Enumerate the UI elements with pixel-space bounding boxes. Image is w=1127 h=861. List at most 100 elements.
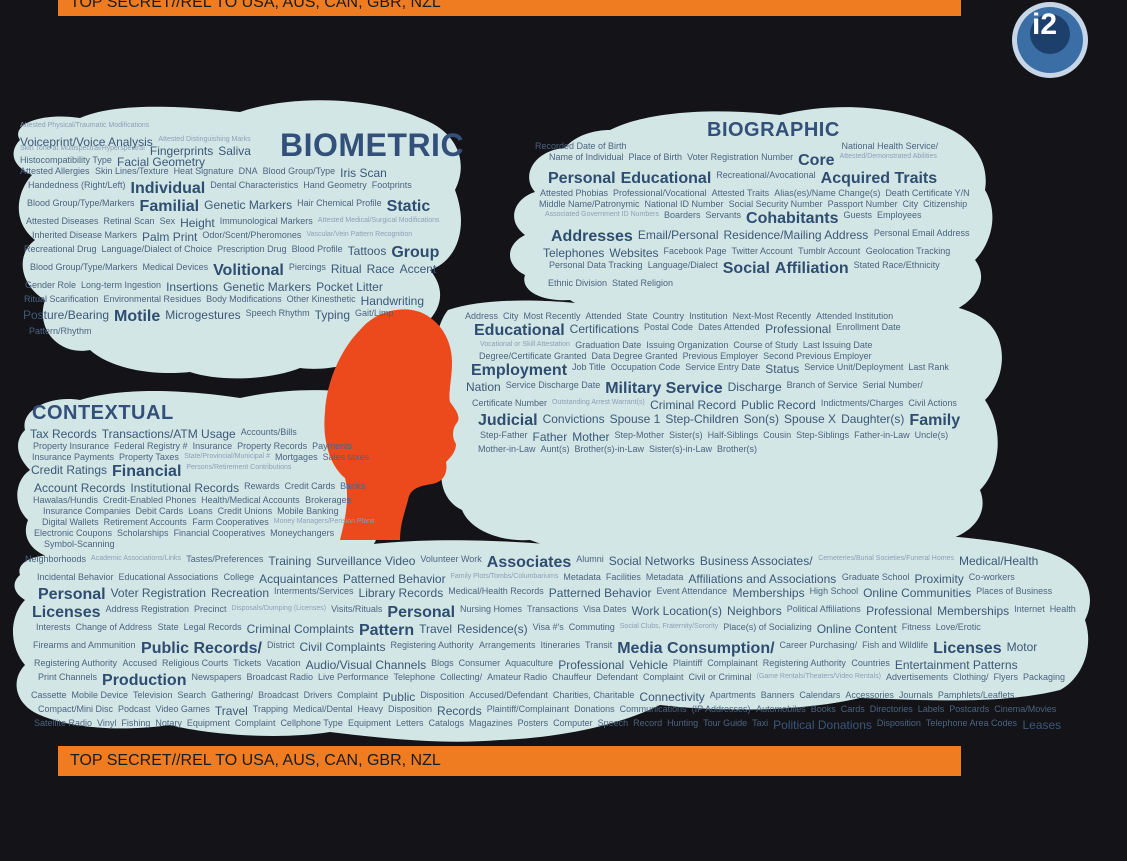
- bottom-term: Podcast: [118, 704, 151, 714]
- middle-term: Attended: [585, 311, 622, 321]
- biometric-term: Blood Profile: [291, 244, 343, 254]
- biometric-term: Pocket Litter: [316, 280, 383, 294]
- bottom-term: Print Channels: [38, 672, 98, 682]
- bottom-term: Directories: [869, 704, 913, 714]
- middle-term: Degree/Certificate Granted: [479, 351, 587, 361]
- contextual-term: Sales taxes: [322, 452, 370, 462]
- bottom-term: Equipment: [186, 718, 230, 728]
- middle-term: Father: [532, 430, 568, 444]
- contextual-term: Retirement Accounts: [103, 517, 187, 527]
- biometric-term: Speech Rhythm: [245, 308, 310, 318]
- middle-term: Step-Children: [665, 412, 739, 426]
- bottom-term: Production: [102, 672, 187, 689]
- biometric-term: Attested Diseases: [26, 216, 99, 226]
- contextual-term: Financial: [112, 463, 182, 480]
- biographic-term: Voter Registration Number: [687, 152, 794, 162]
- middle-term: Brother(s): [717, 444, 758, 454]
- contextual-term: Health/Medical Accounts: [201, 495, 300, 505]
- biometric-term: Handwriting: [360, 294, 425, 308]
- bottom-term: Charities, Charitable: [552, 690, 635, 700]
- middle-term: Status: [765, 362, 800, 376]
- bottom-term: Video Games: [155, 704, 210, 714]
- contextual-term: Hawalas/Hundis: [33, 495, 99, 505]
- middle-term: Educational: [474, 322, 565, 339]
- middle-cloud: [435, 298, 1002, 554]
- bottom-term: Visa Dates: [583, 604, 627, 614]
- bottom-term: Associates: [486, 554, 572, 571]
- contextual-term: Electronic Coupons: [34, 528, 113, 538]
- biographic-term: Affiliation: [774, 260, 849, 277]
- bottom-term: Nursing Homes: [460, 604, 523, 614]
- contextual-term: Digital Wallets: [42, 517, 99, 527]
- bottom-term: Pamphlets/Leaflets: [937, 690, 1015, 700]
- bottom-term: Transactions: [527, 604, 579, 614]
- biographic-term: Boarders: [663, 210, 701, 220]
- biometric-term: Genetic Markers: [223, 280, 312, 294]
- biometric-term: Ritual Scarification: [24, 294, 99, 304]
- biometric-term: Skin Tone at Multispectral/Hyperspectral: [20, 145, 145, 152]
- bottom-term: Acquaintances: [259, 572, 338, 586]
- bottom-term: Complaint: [643, 672, 684, 682]
- biographic-term: Websites: [609, 246, 659, 260]
- bottom-term: Collecting/: [440, 672, 483, 682]
- contextual-term: Mobile Banking: [277, 506, 339, 516]
- bottom-term: Accessories: [845, 690, 894, 700]
- biometric-term: Genetic Markers: [204, 198, 293, 212]
- biometric-term: Language/Dialect of Choice: [101, 244, 213, 254]
- bottom-term: Plaintiff/Complainant: [486, 704, 570, 714]
- bottom-term: Co-workers: [968, 572, 1015, 582]
- contextual-term: Money Managers/Pension Plans: [273, 518, 375, 525]
- biometric-term: Handedness (Right/Left): [28, 180, 126, 190]
- contextual-term: Financial Cooperatives: [173, 528, 266, 538]
- contextual-term: Credit Cards: [284, 481, 336, 491]
- biographic-term: Recorded Date of Birth: [535, 141, 627, 151]
- biometric-term: Fingerprints: [149, 144, 214, 158]
- bottom-term: Precinct: [194, 604, 227, 614]
- middle-term: Job Title: [572, 362, 606, 372]
- middle-term: Spouse 1: [609, 412, 661, 426]
- middle-term: Attended Institution: [816, 311, 894, 321]
- biometric-term: Iris Scan: [340, 166, 387, 180]
- bottom-term: Donations: [574, 704, 615, 714]
- middle-term: Step-Mother: [614, 430, 665, 440]
- bottom-term: Communications: [619, 704, 687, 714]
- bottom-term: Broadcast: [258, 690, 299, 700]
- bottom-term: Taxi: [752, 718, 769, 728]
- biographic-term: Attested Traits: [711, 188, 770, 198]
- middle-term: Father-in-Law: [854, 430, 910, 440]
- bottom-term: Work Location(s): [631, 604, 723, 618]
- bottom-term: Complaint: [234, 718, 276, 728]
- bottom-term: Metadata: [563, 572, 601, 582]
- middle-term: Most Recently: [523, 311, 581, 321]
- middle-term: Address: [465, 311, 499, 321]
- bottom-term: Library Records: [358, 586, 444, 600]
- bottom-term: Patterned Behavior: [548, 586, 652, 600]
- biometric-term: Heat Signature: [173, 166, 234, 176]
- biographic-term: Name of Individual: [549, 152, 624, 162]
- bottom-term: Magazines: [469, 718, 513, 728]
- bottom-term: Personal: [38, 586, 106, 603]
- middle-term: Course of Study: [733, 340, 798, 350]
- bottom-term: Licenses: [32, 604, 101, 621]
- bottom-term: Patterned Behavior: [342, 572, 446, 586]
- bottom-term: Transit: [585, 640, 613, 650]
- middle-term: Half-Siblings: [707, 430, 759, 440]
- biometric-term: Pattern/Rhythm: [29, 326, 92, 336]
- biometric-term: Typing: [314, 308, 351, 322]
- bottom-term: Surveillance Video: [316, 554, 416, 568]
- bottom-term: Internet: [1014, 604, 1045, 614]
- bottom-term: Tour Guide: [703, 718, 748, 728]
- biometric-term: Inherited Disease Markers: [32, 230, 138, 240]
- bottom-term: Family Plots/Tombs/Columbariums: [450, 573, 559, 580]
- bottom-term: Personal: [387, 604, 456, 621]
- bottom-term: Voter Registration: [110, 586, 206, 600]
- bottom-term: Interments/Services: [274, 586, 354, 596]
- bottom-term: Amateur Radio: [487, 672, 548, 682]
- bottom-term: Letters: [396, 718, 424, 728]
- biometric-term: Body Modifications: [206, 294, 282, 304]
- contextual-term: Transactions/ATM Usage: [101, 427, 236, 441]
- bottom-term: Career Purchasing/: [779, 640, 858, 650]
- biometric-term: Sex: [159, 216, 176, 226]
- bottom-term: Leases: [1022, 718, 1062, 732]
